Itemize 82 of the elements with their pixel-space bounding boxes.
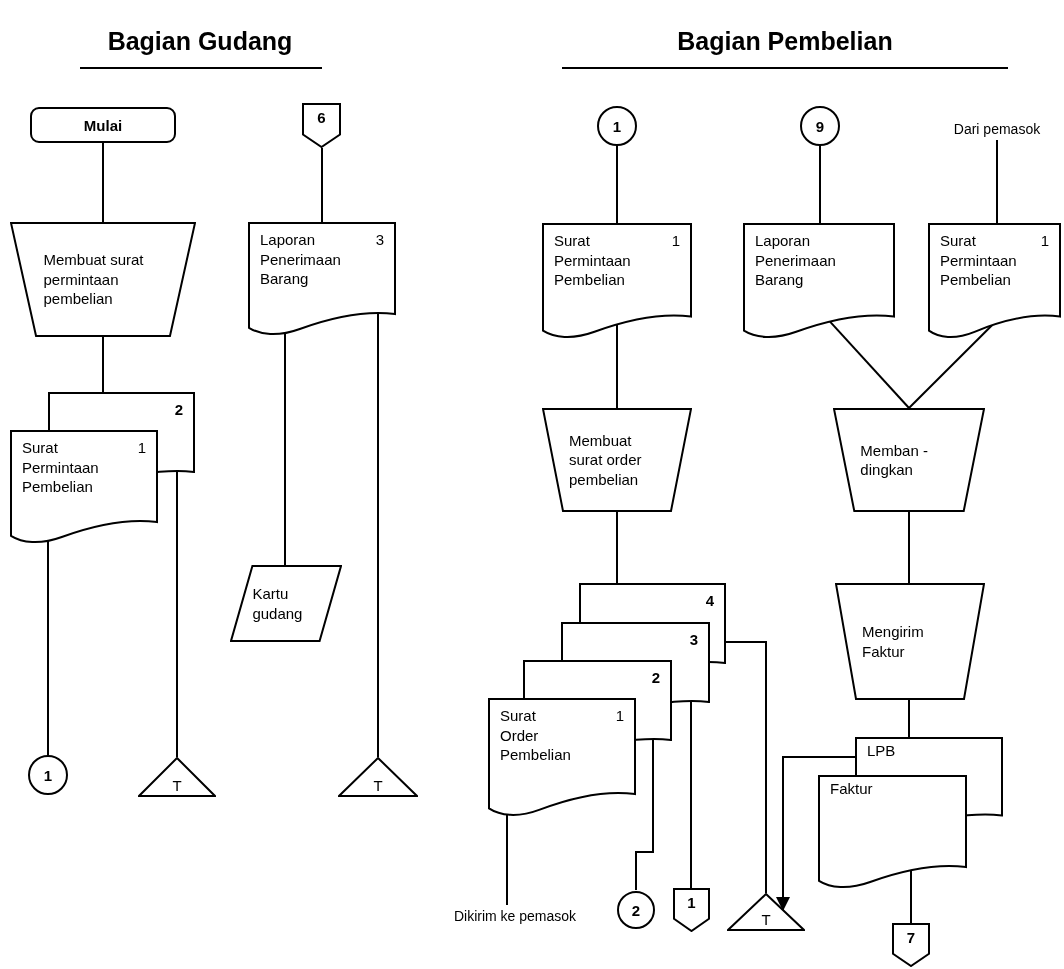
triangle-label: T (172, 778, 182, 793)
connector-line (908, 699, 910, 738)
copy-number: 2 (651, 668, 660, 688)
terminator-shape (30, 107, 176, 143)
manual-operation-shape (833, 408, 985, 512)
process-label: Membuat surat order pembelian (569, 430, 643, 490)
process-label: Memban - dingkan (860, 440, 929, 480)
copy-number: 1 (615, 706, 624, 726)
connector-line (725, 641, 767, 894)
node-label: 9 (815, 118, 825, 134)
connector-line (910, 869, 912, 924)
page-number: 6 (317, 108, 326, 128)
connector-line (908, 324, 993, 409)
document-shape (248, 222, 396, 337)
triangle-label: T (761, 912, 771, 927)
connector-line (284, 331, 286, 566)
copy-number: 1 (137, 438, 146, 458)
connector-circle (617, 890, 655, 930)
column-heading: Bagian Gudang (107, 26, 293, 57)
copy-number: 3 (375, 230, 384, 250)
file-triangle (338, 757, 418, 797)
connector-line (506, 813, 508, 906)
document-title: Faktur (830, 779, 873, 799)
multi-copy-document (10, 392, 195, 545)
connector-line (616, 323, 618, 409)
off-page-connector (302, 103, 341, 148)
note-text: Dikirim ke pemasok (453, 909, 577, 923)
copy-number: 4 (705, 591, 714, 611)
document-shape (928, 223, 1061, 340)
manual-operation-shape (10, 222, 196, 337)
node-label: 1 (612, 118, 622, 134)
manual-operation-shape (542, 408, 692, 512)
document-shape (542, 223, 692, 340)
note-text: Dari pemasok (953, 122, 1041, 136)
document-title: Laporan Penerimaan Barang (260, 230, 341, 289)
connector-line (377, 311, 379, 758)
connector-line (829, 320, 910, 409)
multi-copy-document (818, 737, 1003, 890)
document-title: Surat Permintaan Pembelian (554, 231, 631, 290)
connector-line (176, 470, 178, 758)
page-number: 7 (906, 928, 916, 948)
connector-line (616, 145, 618, 224)
node-label: 2 (631, 902, 641, 918)
page-number: 1 (687, 893, 696, 913)
document-title: LPB (867, 741, 896, 761)
node-label: Mulai (83, 117, 123, 133)
connector-line (102, 142, 104, 223)
document-title: Surat Permintaan Pembelian (22, 438, 99, 497)
connector-line (635, 738, 654, 891)
connector-line (996, 139, 998, 224)
off-page-connector (892, 923, 930, 967)
process-label: Mengirim Faktur (862, 622, 925, 661)
input-shape (230, 565, 342, 642)
multi-copy-document (488, 583, 726, 818)
connector-line (819, 145, 821, 224)
copy-number: 3 (689, 630, 698, 650)
arrow (776, 756, 856, 911)
copy-number: 1 (671, 231, 680, 251)
document-title: Surat Permintaan Pembelian (940, 231, 1017, 290)
file-triangle (138, 757, 216, 797)
connector-circle (28, 755, 68, 795)
column-heading: Bagian Pembelian (677, 26, 893, 57)
document-shape (743, 223, 895, 340)
connector-line (908, 511, 910, 584)
connector-line (102, 336, 104, 393)
node-label: 1 (43, 767, 53, 783)
process-label: Membuat surat permintaan pembelian (43, 250, 145, 309)
connector-circle (800, 106, 840, 146)
document-title: Laporan Penerimaan Barang (755, 231, 836, 290)
manual-operation-shape (835, 583, 985, 700)
copy-number: 2 (174, 400, 183, 420)
copy-number: 1 (1040, 231, 1049, 251)
connector-line (321, 147, 323, 223)
input-label: Kartu gudang (252, 584, 304, 623)
off-page-connector (673, 888, 710, 932)
triangle-label: T (373, 778, 383, 793)
connector-line (47, 539, 49, 756)
connector-line (690, 700, 692, 889)
file-triangle (727, 893, 805, 931)
connector-circle (597, 106, 637, 146)
document-title: Surat Order Pembelian (500, 706, 571, 765)
connector-line (616, 511, 618, 584)
